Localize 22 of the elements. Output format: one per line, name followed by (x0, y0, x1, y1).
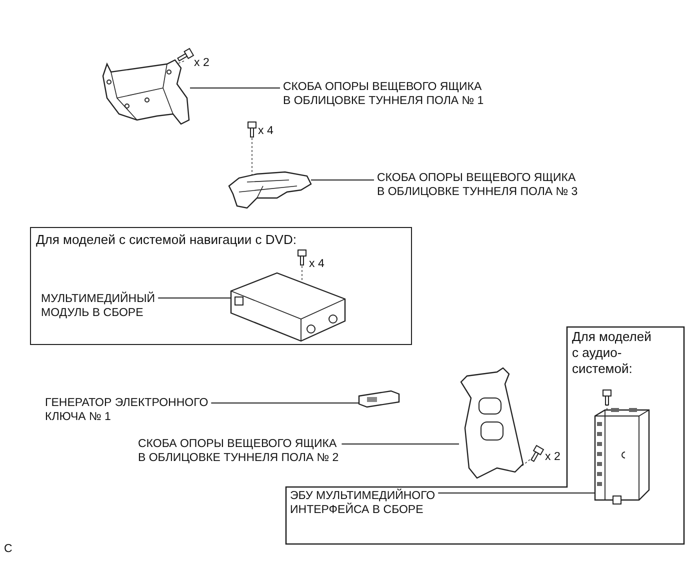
quantity-label: x 2 (194, 56, 210, 70)
leader-line (158, 297, 231, 299)
quantity-label: x 4 (309, 257, 324, 271)
quantity-label: x 2 (545, 450, 560, 464)
key-generator-drawing (357, 390, 401, 408)
part-label: ГЕНЕРАТОР ЭЛЕКТРОННОГО КЛЮЧА № 1 (45, 396, 208, 424)
frame-heading: Для моделей с системой навигации с DVD: (36, 232, 296, 248)
control-unit-drawing (593, 408, 651, 504)
note-frame (30, 227, 412, 345)
part-label: СКОБА ОПОРЫ ВЕЩЕВОГО ЯЩИКА В ОБЛИЦОВКЕ ТУННЕЛЯ ПОЛА № 2 (138, 437, 339, 465)
leader-line (211, 402, 359, 404)
frame-heading: Для моделей с аудио-системой: (572, 329, 652, 377)
part-label: СКОБА ОПОРЫ ВЕЩЕВОГО ЯЩИКА В ОБЛИЦОВКЕ ТУННЕЛЯ ПОЛА № 1 (283, 80, 484, 108)
figure-code: C (4, 542, 12, 556)
quantity-label: x 4 (258, 124, 274, 138)
part-label: СКОБА ОПОРЫ ВЕЩЕВОГО ЯЩИКА В ОБЛИЦОВКЕ ТУННЕЛЯ ПОЛА № 3 (377, 171, 578, 199)
part-label: ЭБУ МУЛЬТИМЕДИЙНОГО ИНТЕРФЕЙСА В СБОРЕ (290, 489, 436, 517)
part-label: МУЛЬТИМЕДИЙНЫЙ МОДУЛЬ В СБОРЕ (41, 292, 156, 320)
leader-line (342, 443, 459, 445)
leader-line (311, 179, 374, 181)
leader-line (438, 492, 595, 494)
leader-line (190, 87, 280, 89)
